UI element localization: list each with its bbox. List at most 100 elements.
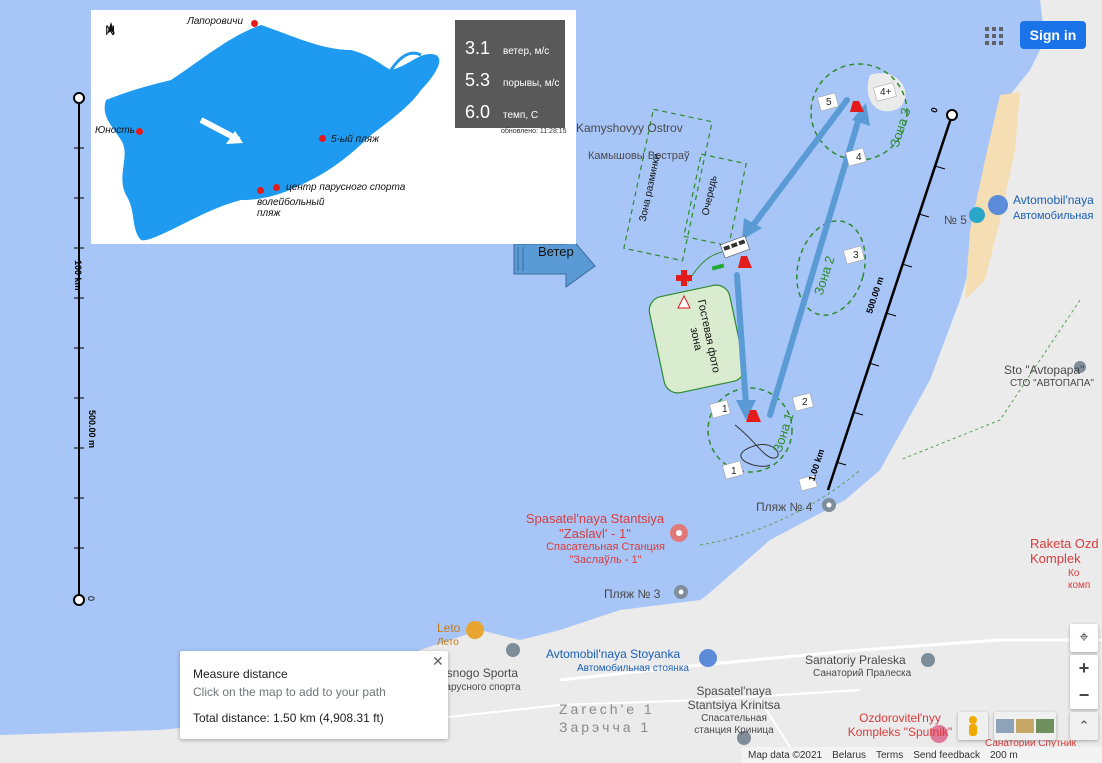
guest-photo-zone-shape bbox=[648, 284, 746, 394]
sputnik-label-latin[interactable]: Ozdorovitel'nyy Kompleks "Sputnik" bbox=[847, 711, 953, 739]
expand-up-button[interactable]: ⌃ bbox=[1070, 712, 1098, 740]
mark-4-label: 4 bbox=[856, 152, 862, 163]
measure-title: Measure distance bbox=[193, 667, 288, 681]
terrain-thumb-icon[interactable] bbox=[1016, 719, 1034, 733]
raketa-label-latin[interactable]: Raketa Ozd Komplek bbox=[1030, 536, 1099, 566]
zarechye-label-cyr: Зарэчча 1 bbox=[559, 719, 652, 735]
compass-icon bbox=[107, 22, 115, 34]
place-dot-yunost bbox=[136, 128, 143, 135]
wind-value: 3.1 bbox=[465, 38, 491, 58]
scale-label[interactable]: 200 m bbox=[989, 749, 1018, 761]
zone-2-ellipse bbox=[796, 220, 866, 316]
map-footer: Map data ©2021 Belarus Terms Send feedba… bbox=[742, 747, 1102, 763]
close-icon[interactable]: ✕ bbox=[432, 653, 444, 669]
pegman-button[interactable] bbox=[958, 712, 988, 740]
temp-value: 6.0 bbox=[465, 102, 491, 122]
first-aid-cross bbox=[676, 270, 692, 286]
measure-hint: Click on the map to add to your path bbox=[193, 685, 386, 699]
sto-label-latin[interactable]: Sto "Avtopapa" bbox=[1004, 363, 1085, 377]
right-scale-ruler bbox=[826, 109, 958, 491]
location-icon: ⌖ bbox=[1079, 629, 1089, 646]
island-label-latin[interactable]: Kamyshovyy Ostrov bbox=[576, 121, 683, 135]
leto-label-cyr: Лето bbox=[437, 637, 459, 648]
sputnik-label-cyr: Санаторий Спутник bbox=[985, 738, 1077, 749]
map-data-credit: Map data ©2021 bbox=[748, 749, 823, 761]
wind-label: Ветер bbox=[538, 244, 574, 259]
pin-krinitsa bbox=[737, 731, 751, 745]
leto-label-latin[interactable]: Leto bbox=[437, 621, 461, 635]
pin-leto bbox=[466, 621, 484, 639]
praleska-label-cyr: Санаторий Пралеска bbox=[813, 668, 912, 679]
apps-grid-icon[interactable] bbox=[985, 27, 1003, 45]
pin-rescue bbox=[670, 524, 688, 542]
beach-4-label[interactable]: Пляж № 4 bbox=[756, 500, 813, 514]
gust-value: 5.3 bbox=[465, 70, 491, 90]
island-label-cyr: Камышовы Востраў bbox=[588, 150, 690, 162]
sport-label-cyr: парусного спорта bbox=[440, 682, 521, 693]
chevron-up-icon: ⌃ bbox=[1078, 718, 1090, 733]
weather-row-temp: 6.0 темп, С bbox=[465, 102, 538, 123]
wind-unit: ветер, м/с bbox=[503, 46, 550, 57]
terms-link[interactable]: Terms bbox=[876, 749, 904, 761]
pin-sputnik bbox=[930, 725, 948, 743]
map-thumb-icon[interactable] bbox=[1036, 719, 1054, 733]
inset-lake-map: N Лапоровичи Юность 5-ый пляж центр пару… bbox=[91, 10, 576, 244]
rescue-label-cyr: Спасательная Станция "Заслаўль - 1" bbox=[546, 541, 665, 566]
zone-1-circle bbox=[707, 387, 793, 473]
place-5-beach: 5-ый пляж bbox=[331, 134, 379, 145]
pin-parking bbox=[988, 195, 1008, 215]
zarechye-label-latin: Zarech'e 1 bbox=[559, 701, 655, 717]
my-location-button[interactable]: ⌖ bbox=[1070, 624, 1098, 652]
sto-label-cyr: СТО "АВТОПАПА" bbox=[1010, 378, 1094, 389]
weather-panel: 3.1 ветер, м/с 5.3 порывы, м/с 6.0 темп,… bbox=[455, 20, 565, 128]
zoom-out-button[interactable]: − bbox=[1078, 685, 1090, 705]
place-laporovichi: Лапоровичи bbox=[187, 16, 244, 27]
place-yunost: Юность bbox=[95, 125, 135, 136]
weather-updated: обновлено: 11:28:15 bbox=[501, 128, 567, 135]
region-link[interactable]: Belarus bbox=[832, 749, 866, 761]
send-feedback-link[interactable]: Send feedback bbox=[913, 749, 980, 761]
pegman-icon bbox=[969, 716, 977, 736]
satellite-thumb-icon[interactable] bbox=[996, 719, 1014, 733]
mark-2-label: 2 bbox=[802, 397, 808, 408]
mark-4plus-label: 4+ bbox=[880, 87, 892, 98]
zoom-controls: + − bbox=[1070, 655, 1098, 709]
rescue-label-latin[interactable]: Spasatel'naya Stantsiya "Zaslavl' - 1" bbox=[525, 511, 665, 541]
place-dot-laporovichi bbox=[251, 20, 258, 27]
layer-thumbnails[interactable] bbox=[994, 712, 1056, 740]
beach-3-label[interactable]: Пляж № 3 bbox=[604, 587, 661, 601]
mark-5-label: 5 bbox=[826, 97, 832, 108]
start-boat bbox=[720, 235, 750, 259]
inset-lake-shape bbox=[104, 25, 440, 241]
pin-stoyanka-parking bbox=[699, 649, 717, 667]
raketa-label-cyr: Ко комп bbox=[1068, 568, 1091, 591]
pin-praleska bbox=[921, 653, 935, 667]
mark-1-label: 1 bbox=[722, 404, 728, 415]
krinitsa-label-cyr: Спасательная станция Криница bbox=[694, 713, 774, 736]
place-dot-5-beach bbox=[319, 135, 326, 142]
mark-1b-label: 1 bbox=[731, 466, 737, 477]
place-dot-volleyball bbox=[257, 187, 264, 194]
pin-photo bbox=[969, 207, 985, 223]
pin-beach-3 bbox=[674, 585, 688, 599]
sport-label-latin[interactable]: usnogo Sporta bbox=[440, 666, 519, 680]
place-volleyball: волейбольный пляж bbox=[257, 197, 325, 219]
measure-distance-panel: Measure distance Click on the map to add… bbox=[180, 651, 448, 739]
weather-row-gust: 5.3 порывы, м/с bbox=[465, 70, 559, 91]
n5-label: № 5 bbox=[944, 213, 967, 227]
left-scale-ruler bbox=[73, 92, 85, 606]
measure-total: Total distance: 1.50 km (4,908.31 ft) bbox=[193, 711, 384, 725]
weather-row-wind: 3.1 ветер, м/с bbox=[465, 38, 549, 59]
zoom-in-button[interactable]: + bbox=[1078, 658, 1090, 678]
pin-stoyanka bbox=[506, 643, 520, 657]
parking-label-cyr: Автомобильная bbox=[1013, 210, 1094, 222]
place-dot-sail-center bbox=[273, 184, 280, 191]
warmup-zone-shape bbox=[623, 108, 713, 262]
stoyanka-label-cyr: Автомобильная стоянка bbox=[577, 663, 689, 674]
parking-label-latin[interactable]: Avtomobil'naya bbox=[1013, 193, 1094, 207]
stoyanka-label-latin[interactable]: Avtomobil'naya Stoyanka bbox=[546, 647, 681, 661]
mark-3-label: 3 bbox=[853, 250, 859, 261]
krinitsa-label-latin[interactable]: Spasatel'naya Stantsiya Krinitsa bbox=[687, 684, 781, 712]
sign-in-button[interactable]: Sign in bbox=[1020, 21, 1086, 49]
praleska-label-latin[interactable]: Sanatoriy Praleska bbox=[805, 653, 906, 667]
